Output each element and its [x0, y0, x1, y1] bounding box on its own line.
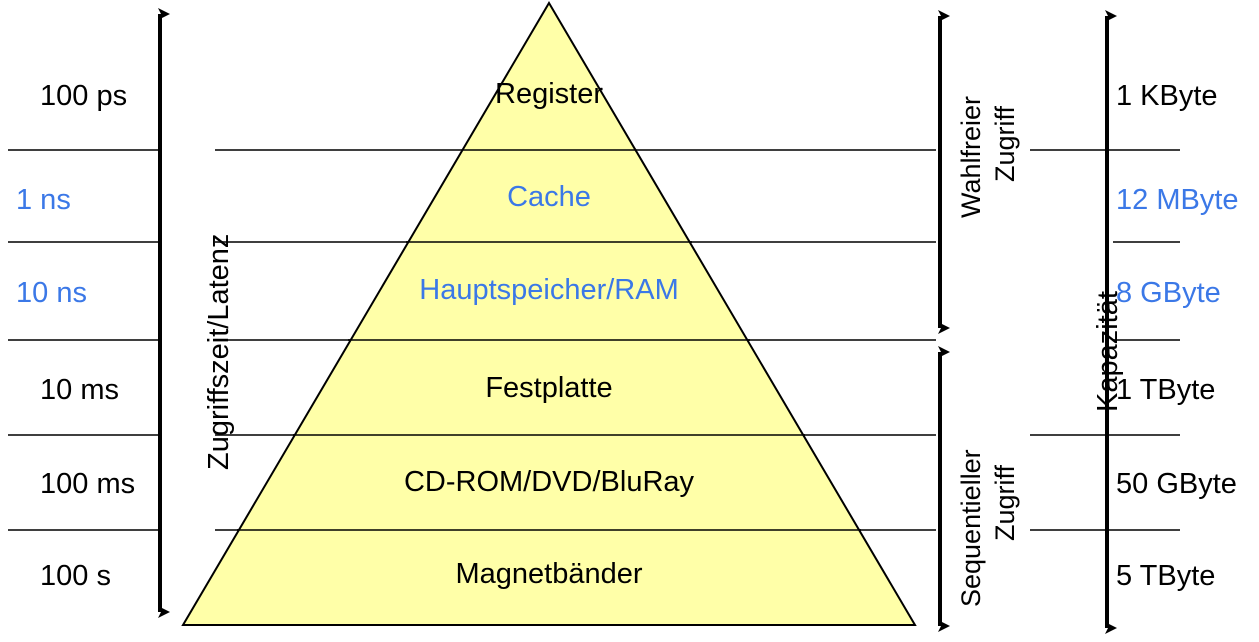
pyramid-shape — [181, 1, 917, 626]
latency-axis-label: Zugriffszeit/Latenz — [203, 233, 235, 470]
latency-label-cache: 1 ns — [16, 184, 71, 216]
capacity-label-tape: 5 TByte — [1116, 560, 1216, 592]
tier-label-optical: CD-ROM/DVD/BluRay — [403, 466, 695, 498]
latency-label-register: 100 ps — [40, 80, 128, 112]
latency-label-tape: 100 s — [40, 560, 111, 592]
capacity-label-register: 1 KByte — [1116, 80, 1218, 112]
tier-label-register: Register — [495, 78, 603, 110]
tier-label-ram: Hauptspeicher/RAM — [419, 274, 679, 306]
rule-lines-left — [8, 149, 158, 531]
latency-label-ram: 10 ns — [16, 277, 87, 309]
pyramid-tier-dividers — [237, 149, 861, 531]
random-access-label-line1: Wahlfreier — [956, 95, 986, 218]
tier-label-tape: Magnetbänder — [455, 558, 643, 590]
capacity-label-cache: 12 MByte — [1116, 184, 1239, 216]
tier-label-disk: Festplatte — [485, 372, 613, 404]
capacity-label-disk: 1 TByte — [1116, 374, 1216, 406]
sequential-access-label-line1: Sequentieller — [956, 449, 986, 607]
latency-label-optical: 100 ms — [40, 468, 136, 500]
random-access-label-line2: Zugriff — [990, 105, 1020, 182]
tier-label-cache: Cache — [507, 181, 591, 213]
capacity-label-optical: 50 GByte — [1116, 468, 1237, 500]
latency-label-disk: 10 ms — [40, 374, 119, 406]
capacity-label-ram: 8 GByte — [1116, 277, 1221, 309]
sequential-access-label-line2: Zugriff — [990, 464, 1020, 541]
